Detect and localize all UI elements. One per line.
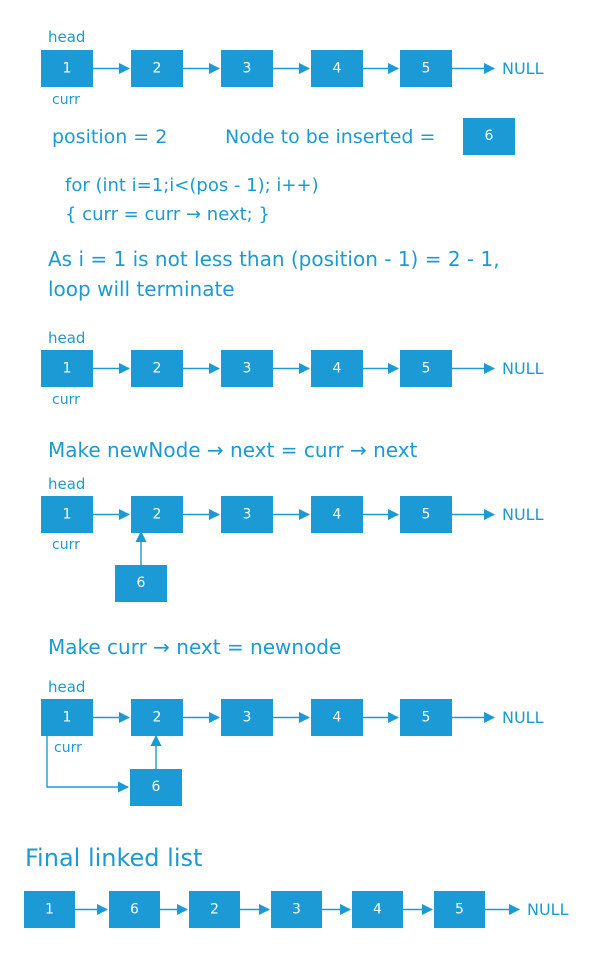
- curr-label: curr: [52, 92, 80, 108]
- node-value: 2: [153, 61, 162, 77]
- node-value: 2: [153, 361, 162, 377]
- node-value: 1: [63, 710, 72, 726]
- step1-new-node: [115, 565, 167, 602]
- node-to-insert-text: Node to be inserted =: [225, 126, 435, 148]
- node-value: 3: [243, 507, 252, 523]
- node-box: [221, 350, 273, 387]
- node-value: 4: [373, 902, 382, 918]
- position-text: position = 2: [52, 126, 167, 148]
- node-value: 4: [333, 507, 342, 523]
- node-box: [109, 891, 160, 928]
- node-box: [221, 699, 273, 736]
- node-value: 1: [63, 507, 72, 523]
- node-value: 5: [455, 902, 464, 918]
- node-box: [221, 50, 273, 87]
- step2-new-node: [130, 769, 182, 806]
- diagram-step1-nodes: 1 2 3 4 5 NULL: [41, 496, 544, 533]
- explanation-line-1: As i = 1 is not less than (position - 1)…: [48, 247, 500, 271]
- curr-label: curr: [52, 392, 80, 408]
- diagram-step2: head 1 2 3 4 5 NULL curr 6: [41, 678, 544, 806]
- curr-label: curr: [52, 537, 80, 553]
- final-list-nodes: 1 6 2 3 4 5 NULL: [24, 891, 569, 928]
- node-box: [221, 496, 273, 533]
- step2-curr-next-arrow: [46, 736, 130, 793]
- code-line-2: { curr = curr → next; }: [65, 204, 270, 225]
- explanation-line-2: loop will terminate: [48, 277, 235, 301]
- null-label: NULL: [502, 59, 544, 78]
- node-box: [131, 350, 183, 387]
- node-box: [434, 891, 485, 928]
- node-box: [400, 350, 452, 387]
- null-label: NULL: [502, 708, 544, 727]
- node-box: [311, 699, 363, 736]
- null-label: NULL: [502, 359, 544, 378]
- node-box: [400, 699, 452, 736]
- node-box: [41, 50, 93, 87]
- node-box: [41, 496, 93, 533]
- node-value: 2: [153, 507, 162, 523]
- node-box: [131, 496, 183, 533]
- node-value: 5: [422, 507, 431, 523]
- node-value: 4: [333, 710, 342, 726]
- node-value: 3: [243, 361, 252, 377]
- code-line-1: for (int i=1;i<(pos - 1); i++): [65, 175, 319, 196]
- curr-label: curr: [54, 740, 82, 756]
- node-value: 3: [292, 902, 301, 918]
- diagram-initial-nodes: 1 2 3 4 5 NULL: [41, 50, 544, 87]
- node-value: 4: [333, 61, 342, 77]
- node-value: 2: [210, 902, 219, 918]
- head-label: head: [48, 329, 85, 347]
- head-label: head: [48, 678, 85, 696]
- node-box: [311, 50, 363, 87]
- new-node-box: [463, 118, 515, 155]
- node-value: 2: [153, 710, 162, 726]
- diagram-after-loop: head 1 2 3 4 5 NULL curr: [41, 329, 544, 408]
- node-value: 5: [422, 710, 431, 726]
- node-value: 4: [333, 361, 342, 377]
- node-value: 3: [243, 710, 252, 726]
- step1-text: Make newNode → next = curr → next: [48, 438, 418, 462]
- node-box: [131, 50, 183, 87]
- node-box: [189, 891, 240, 928]
- node-value: 1: [63, 361, 72, 377]
- node-value: 3: [243, 61, 252, 77]
- null-label: NULL: [527, 900, 569, 919]
- node-box: [131, 699, 183, 736]
- node-box: [311, 496, 363, 533]
- null-label: NULL: [502, 505, 544, 524]
- node-box: [352, 891, 403, 928]
- node-box: [24, 891, 75, 928]
- node-value: 1: [45, 902, 54, 918]
- node-box: [400, 496, 452, 533]
- node-box: [41, 699, 93, 736]
- node-box: [41, 350, 93, 387]
- step2-text: Make curr → next = newnode: [48, 635, 341, 659]
- head-label: head: [48, 28, 85, 46]
- node-box: [400, 50, 452, 87]
- node-value: 1: [63, 61, 72, 77]
- head-label: head: [48, 475, 85, 493]
- diagram-step1: head 1 2 3 4 5 NULL curr 6: [41, 475, 544, 602]
- node-value: 6: [130, 902, 139, 918]
- node-value: 5: [422, 61, 431, 77]
- diagram-step2-nodes: 1 2 3 4 5 NULL: [41, 699, 544, 736]
- diagram-initial: head 1 2 3 4 5 NULL curr: [41, 28, 544, 108]
- final-title: Final linked list: [25, 844, 202, 872]
- node-box: [311, 350, 363, 387]
- node-value: 5: [422, 361, 431, 377]
- step2-new-node-value: 6: [152, 779, 161, 795]
- diagram-after-loop-nodes: 1 2 3 4 5 NULL: [41, 350, 544, 387]
- new-node-value: 6: [485, 128, 494, 144]
- step1-new-node-value: 6: [137, 575, 146, 591]
- node-box: [271, 891, 322, 928]
